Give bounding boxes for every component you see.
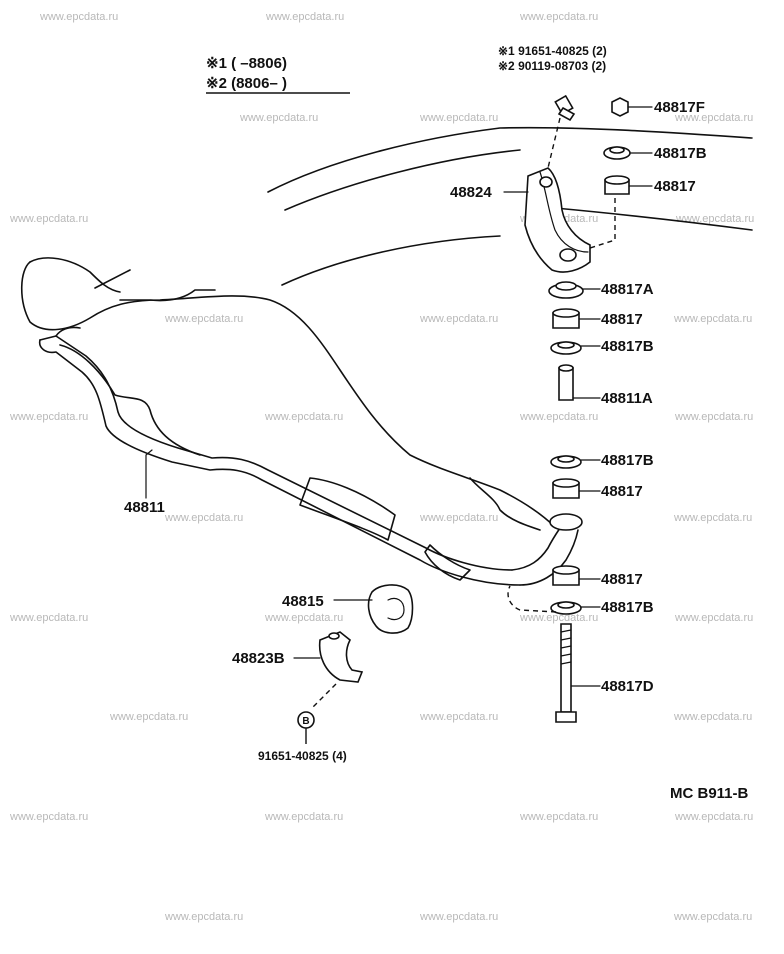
- label-48817B: 48817B: [601, 452, 654, 469]
- watermark: www.epcdata.ru: [675, 213, 754, 225]
- label-48817F: 48817F: [654, 99, 705, 116]
- watermark: www.epcdata.ru: [9, 213, 88, 225]
- legend-line-1: ※1 ( –8806): [206, 55, 287, 72]
- bracket-48824: [524, 167, 591, 273]
- watermark: www.epcdata.ru: [164, 313, 243, 325]
- leader-lines: [145, 106, 653, 687]
- label-48817B: 48817B: [654, 145, 707, 162]
- label-48811A: 48811A: [601, 390, 653, 407]
- watermark: www.epcdata.ru: [264, 411, 343, 423]
- body-outline: [267, 126, 753, 286]
- label-48817B: 48817B: [601, 599, 654, 616]
- stabilizer-bar: [38, 326, 579, 586]
- watermark: www.epcdata.ru: [109, 711, 188, 723]
- diagram-code: MC B911-B: [670, 785, 749, 802]
- engine-silhouette: [20, 257, 557, 581]
- label-48817: 48817: [654, 178, 696, 195]
- label-48815: 48815: [282, 593, 324, 610]
- label-48817D: 48817D: [601, 678, 654, 695]
- label-48817: 48817: [601, 311, 643, 328]
- label-48817: 48817: [601, 483, 643, 500]
- watermark: www.epcdata.ru: [264, 612, 343, 624]
- watermark: www.epcdata.ru: [239, 112, 318, 124]
- watermark: www.epcdata.ru: [419, 112, 498, 124]
- watermarks: www.epcdata.ru www.epcdata.ru www.epcdat…: [9, 11, 754, 923]
- link-stack: [548, 97, 631, 723]
- watermark: www.epcdata.ru: [419, 313, 498, 325]
- watermark: www.epcdata.ru: [264, 811, 343, 823]
- watermark: www.epcdata.ru: [164, 512, 243, 524]
- watermark: www.epcdata.ru: [519, 411, 598, 423]
- bolt-dash: [507, 585, 557, 613]
- label-48817B: 48817B: [601, 338, 654, 355]
- watermark: www.epcdata.ru: [673, 911, 752, 923]
- legend: ※1 ( –8806) ※2 (8806– ): [206, 55, 350, 94]
- watermark: www.epcdata.ru: [674, 112, 753, 124]
- watermark: www.epcdata.ru: [419, 512, 498, 524]
- top-bolt: [554, 94, 576, 122]
- label-bottom-bolt: 91651-40825 (4): [258, 749, 347, 763]
- watermark: www.epcdata.ru: [673, 313, 752, 325]
- label-48811: 48811: [124, 499, 165, 516]
- watermark: www.epcdata.ru: [519, 612, 598, 624]
- bushing-48815: [367, 584, 414, 634]
- stack-leader: [589, 198, 616, 249]
- watermark: www.epcdata.ru: [39, 11, 118, 23]
- part-labels: 48817F 48817B 48817 48824 48817A 48817 4…: [124, 99, 749, 802]
- watermark: www.epcdata.ru: [164, 911, 243, 923]
- watermark: www.epcdata.ru: [9, 612, 88, 624]
- watermark: www.epcdata.ru: [419, 911, 498, 923]
- watermark: www.epcdata.ru: [674, 612, 753, 624]
- clamp-48823B: [318, 631, 364, 683]
- bolt-ref-2: ※2 90119-08703 (2): [498, 59, 606, 73]
- clamp-dash: [311, 683, 337, 709]
- watermark: www.epcdata.ru: [519, 11, 598, 23]
- legend-line-2: ※2 (8806– ): [206, 75, 287, 92]
- label-48817: 48817: [601, 571, 643, 588]
- watermark: www.epcdata.ru: [673, 711, 752, 723]
- label-48823B: 48823B: [232, 650, 285, 667]
- watermark: www.epcdata.ru: [674, 411, 753, 423]
- watermark: www.epcdata.ru: [519, 811, 598, 823]
- watermark: www.epcdata.ru: [9, 811, 88, 823]
- label-48824: 48824: [450, 184, 492, 201]
- watermark: www.epcdata.ru: [265, 11, 344, 23]
- watermark: www.epcdata.ru: [9, 411, 88, 423]
- watermark: www.epcdata.ru: [674, 811, 753, 823]
- bolt-ref-1: ※1 91651-40825 (2): [498, 44, 607, 58]
- bolt-marker: B: [297, 711, 315, 744]
- bolt-marker-label: B: [302, 716, 309, 727]
- bolt-leader: [547, 117, 561, 169]
- watermark: www.epcdata.ru: [673, 512, 752, 524]
- watermark: www.epcdata.ru: [419, 711, 498, 723]
- label-48817A: 48817A: [601, 281, 654, 298]
